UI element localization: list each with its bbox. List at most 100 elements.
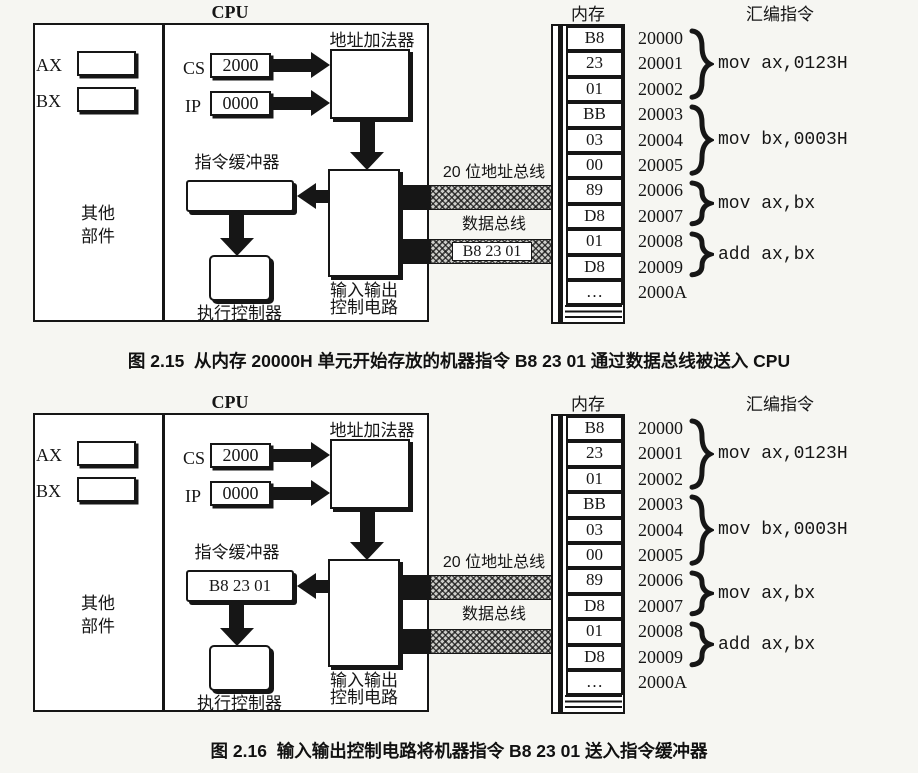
assembly-instruction: mov ax,0123H	[718, 54, 848, 75]
execution-controller-label: 执行控制器	[197, 304, 282, 323]
memory-address: 20003	[638, 494, 683, 515]
adder-to-io-arrow	[360, 119, 375, 152]
brace-icon	[689, 231, 714, 278]
address-bus-band	[430, 185, 553, 210]
adder-to-io-arrowhead-icon	[350, 542, 384, 560]
assembly-instruction: add ax,bx	[718, 634, 816, 655]
ax-register-label: AX	[36, 445, 62, 465]
buffer-to-exec-arrowhead-icon	[220, 628, 254, 646]
memory-address: 20006	[638, 570, 683, 591]
ip-to-adder-arrowhead-icon	[311, 90, 330, 116]
ip-register-label: IP	[185, 486, 202, 506]
assembly-instruction: add ax,bx	[718, 244, 816, 265]
data-bus-band	[430, 629, 553, 654]
memory-address: 20008	[638, 621, 683, 642]
io-to-buffer-arrowhead-icon	[297, 573, 316, 599]
brace-icon	[689, 494, 714, 566]
bx-register-box	[77, 477, 136, 502]
io-control-label-line2: 控制电路	[330, 688, 398, 707]
memory-cell: 23	[566, 51, 623, 77]
brace-icon	[689, 28, 714, 100]
memory-address: 20007	[638, 205, 683, 226]
bx-register-label: BX	[36, 481, 62, 501]
memory-address: 20000	[638, 418, 683, 438]
assembly-instruction: mov ax,bx	[718, 193, 816, 214]
memory-address: 20004	[638, 129, 683, 150]
memory-cell: 89	[566, 568, 623, 594]
ip-register-label: IP	[185, 96, 202, 116]
memory-title: 内存	[571, 395, 605, 414]
other-components-label-line1: 其他	[81, 594, 115, 613]
data-bus-value-box: B8 23 01	[452, 242, 532, 261]
assembly-instruction: mov bx,0003H	[718, 520, 848, 541]
memory-cell: BB	[566, 102, 623, 128]
data-bus-stub	[402, 239, 430, 264]
memory-cell: 23	[566, 441, 623, 467]
figure-2-16-caption: 图 2.16 输入输出控制电路将机器指令 B8 23 01 送入指令缓冲器	[210, 741, 708, 761]
buffer-to-exec-arrow	[229, 602, 244, 628]
memory-cell: 01	[566, 466, 623, 493]
memory-left-bar	[558, 416, 563, 712]
memory-cell: B8	[566, 416, 623, 442]
figure-2-16-diagram: CPU AX BX CS 2000 IP 0000 地址加法器 输入输出 控制电…	[0, 392, 918, 732]
ip-to-adder-arrow	[272, 97, 312, 110]
io-to-buffer-arrow	[316, 580, 330, 593]
memory-cell: D8	[566, 644, 623, 670]
memory-title: 内存	[571, 5, 605, 24]
address-adder-box	[330, 439, 410, 509]
other-components-label-line1: 其他	[81, 204, 115, 223]
address-bus-stub	[402, 185, 430, 210]
memory-address: 20002	[638, 78, 683, 99]
memory-address: 20003	[638, 104, 683, 125]
assembly-column-title: 汇编指令	[746, 5, 814, 24]
memory-address: 20004	[638, 519, 683, 540]
cs-register-value: 2000	[210, 443, 271, 468]
memory-address: 20008	[638, 231, 683, 252]
ip-to-adder-arrowhead-icon	[311, 480, 330, 506]
memory-address: 20007	[638, 595, 683, 616]
cs-to-adder-arrow	[272, 449, 312, 462]
cs-to-adder-arrowhead-icon	[311, 52, 330, 78]
memory-cell: 01	[566, 76, 623, 103]
bx-register-box	[77, 87, 136, 112]
brace-icon	[689, 180, 714, 227]
memory-address: 20005	[638, 545, 683, 565]
cpu-divider-line	[162, 413, 165, 712]
cs-register-label: CS	[183, 58, 206, 78]
assembly-instruction: mov ax,bx	[718, 583, 816, 604]
address-bus-band	[430, 575, 553, 600]
assembly-instruction: mov bx,0003H	[718, 130, 848, 151]
memory-address: 20005	[638, 155, 683, 175]
brace-icon	[689, 418, 714, 490]
cs-to-adder-arrowhead-icon	[311, 442, 330, 468]
instruction-buffer-label: 指令缓冲器	[194, 543, 280, 562]
io-control-label-line2: 控制电路	[330, 298, 398, 317]
figure-2-15-caption: 图 2.15 从内存 20000H 单元开始存放的机器指令 B8 23 01 通…	[127, 351, 791, 371]
execution-controller-label: 执行控制器	[197, 694, 282, 713]
memory-address: 20000	[638, 28, 683, 48]
memory-cell: BB	[566, 492, 623, 518]
data-bus-label: 数据总线	[461, 606, 526, 623]
cs-register-value: 2000	[210, 53, 271, 78]
ax-register-box	[77, 441, 136, 466]
cs-to-adder-arrow	[272, 59, 312, 72]
cs-register-label: CS	[183, 448, 206, 468]
instruction-buffer-box	[186, 180, 294, 212]
buffer-to-exec-arrowhead-icon	[220, 238, 254, 256]
memory-address: 20009	[638, 646, 683, 667]
ip-to-adder-arrow	[272, 487, 312, 500]
cpu-divider-line	[162, 23, 165, 322]
memory-continuation-stripes	[565, 305, 622, 321]
memory-cell: 89	[566, 178, 623, 204]
adder-to-io-arrow	[360, 509, 375, 542]
instruction-buffer-label: 指令缓冲器	[194, 153, 280, 172]
memory-continuation-stripes	[565, 695, 622, 711]
memory-cell: …	[566, 280, 623, 306]
memory-cell: D8	[566, 203, 623, 230]
memory-cell: 00	[566, 543, 623, 569]
ax-register-box	[77, 51, 136, 76]
cpu-title: CPU	[211, 392, 249, 412]
buffer-to-exec-arrow	[229, 212, 244, 238]
memory-address: 2000A	[638, 672, 687, 692]
memory-cell: D8	[566, 254, 623, 280]
